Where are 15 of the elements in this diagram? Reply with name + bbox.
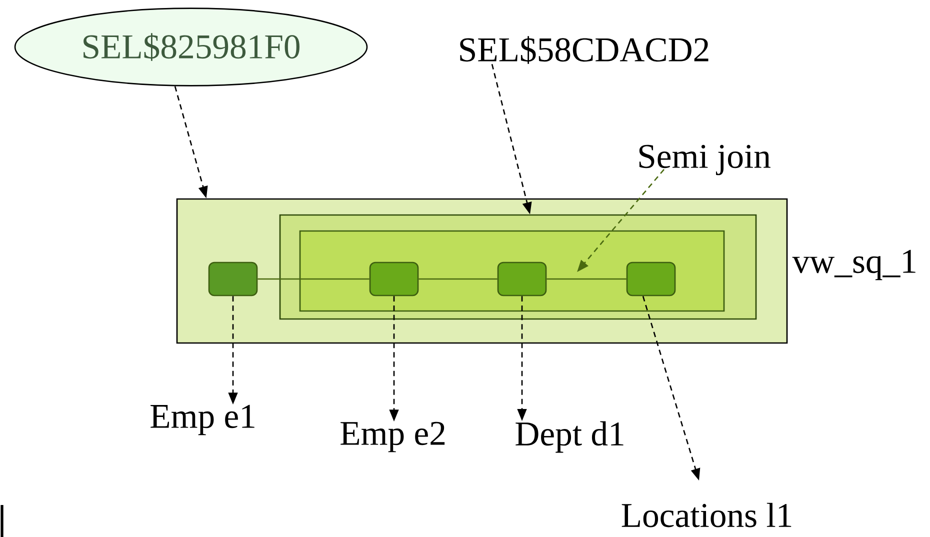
connector-line [546, 278, 626, 280]
node-label: SEL$58CDACD2 [460, 36, 708, 64]
ellipse-node: SEL$825981F0 [14, 8, 368, 86]
table-node [497, 262, 547, 296]
connector-line [418, 278, 498, 280]
node-label: Semi join [639, 144, 770, 176]
table-node [208, 262, 258, 296]
node-label: Emp e1 [150, 404, 254, 436]
node-label: Dept d1 [516, 421, 624, 453]
connector-line [258, 278, 370, 280]
node-label: vw_sq_1 [792, 250, 916, 280]
table-node [626, 262, 676, 296]
node-label: Locations l1 [622, 502, 792, 528]
node-label: Emp e2 [340, 422, 445, 452]
table-node [369, 262, 419, 296]
